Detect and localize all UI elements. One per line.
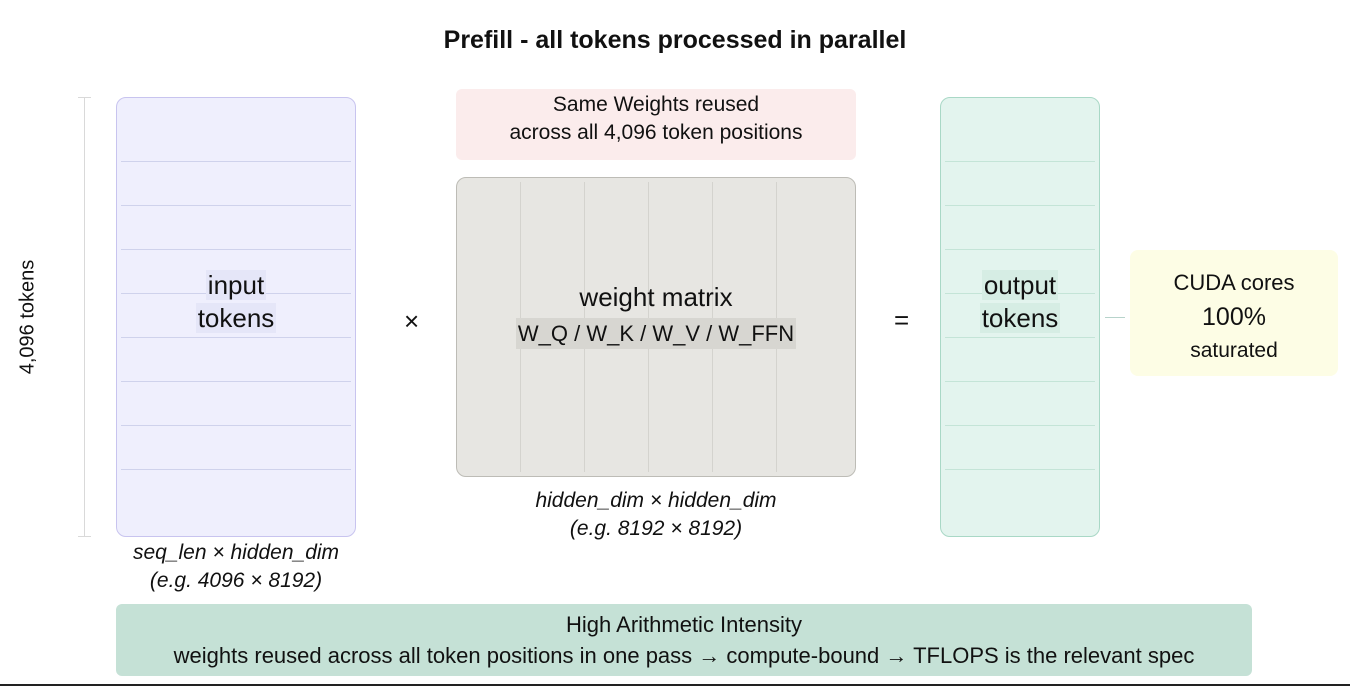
token-axis-bottom-tick xyxy=(78,536,91,537)
input-caption: seq_len × hidden_dim (e.g. 4096 × 8192) xyxy=(86,539,386,595)
input-row-line xyxy=(121,337,351,338)
output-row-line xyxy=(945,381,1095,382)
output-row-line xyxy=(945,205,1095,206)
banner-description: weights reused across all token position… xyxy=(173,643,1195,668)
arithmetic-intensity-banner: High Arithmetic Intensity weights reused… xyxy=(116,604,1252,676)
weight-matrix-block: weight matrix W_Q / W_K / W_V / W_FFN xyxy=(456,177,856,477)
banner-heading: High Arithmetic Intensity xyxy=(566,612,802,637)
input-caption-line2: (e.g. 4096 × 8192) xyxy=(149,569,323,592)
output-row-line xyxy=(945,249,1095,250)
weights-reused-note: Same Weights reused across all 4,096 tok… xyxy=(456,89,856,160)
output-row-line xyxy=(945,425,1095,426)
input-tokens-label: input tokens xyxy=(117,269,355,335)
output-row-line xyxy=(945,337,1095,338)
input-row-line xyxy=(121,161,351,162)
output-tokens-label: output tokens xyxy=(941,269,1099,335)
weight-caption-line1: hidden_dim × hidden_dim xyxy=(535,489,777,512)
input-row-line xyxy=(121,469,351,470)
weight-caption-line2: (e.g. 8192 × 8192) xyxy=(569,517,743,540)
cuda-label: CUDA cores xyxy=(1173,270,1295,295)
output-row-line xyxy=(945,161,1095,162)
output-row-line xyxy=(945,469,1095,470)
cuda-connector xyxy=(1105,317,1125,318)
multiply-operator: × xyxy=(404,306,420,336)
cuda-cores-box: CUDA cores 100% saturated xyxy=(1130,250,1338,376)
equals-operator: = xyxy=(894,305,910,335)
output-label-line1: output xyxy=(981,270,1059,300)
output-label-line2: tokens xyxy=(979,303,1061,333)
input-row-line xyxy=(121,381,351,382)
weight-caption: hidden_dim × hidden_dim (e.g. 8192 × 819… xyxy=(456,487,856,543)
weight-matrix-title: weight matrix xyxy=(579,282,733,312)
diagram-title: Prefill - all tokens processed in parall… xyxy=(443,26,907,54)
input-row-line xyxy=(121,205,351,206)
input-label-line2: tokens xyxy=(195,303,277,333)
weight-matrix-subtitle-text: W_Q / W_K / W_V / W_FFN xyxy=(515,318,797,349)
output-tokens-block: output tokens xyxy=(940,97,1100,537)
input-caption-line1: seq_len × hidden_dim xyxy=(132,541,340,564)
bottom-rule xyxy=(0,684,1350,686)
reuse-note-line1: Same Weights reused xyxy=(552,93,760,116)
input-row-line xyxy=(121,249,351,250)
cuda-percent: 100% xyxy=(1202,303,1266,331)
weight-matrix-subtitle: W_Q / W_K / W_V / W_FFN xyxy=(457,318,855,349)
cuda-status: saturated xyxy=(1190,339,1278,362)
token-axis-line xyxy=(84,97,85,537)
input-label-line1: input xyxy=(205,270,267,300)
reuse-note-line2: across all 4,096 token positions xyxy=(509,121,803,144)
input-tokens-block: input tokens xyxy=(116,97,356,537)
input-row-line xyxy=(121,425,351,426)
token-axis-top-tick xyxy=(78,97,91,98)
token-axis-label-text: 4,096 tokens xyxy=(16,259,39,375)
